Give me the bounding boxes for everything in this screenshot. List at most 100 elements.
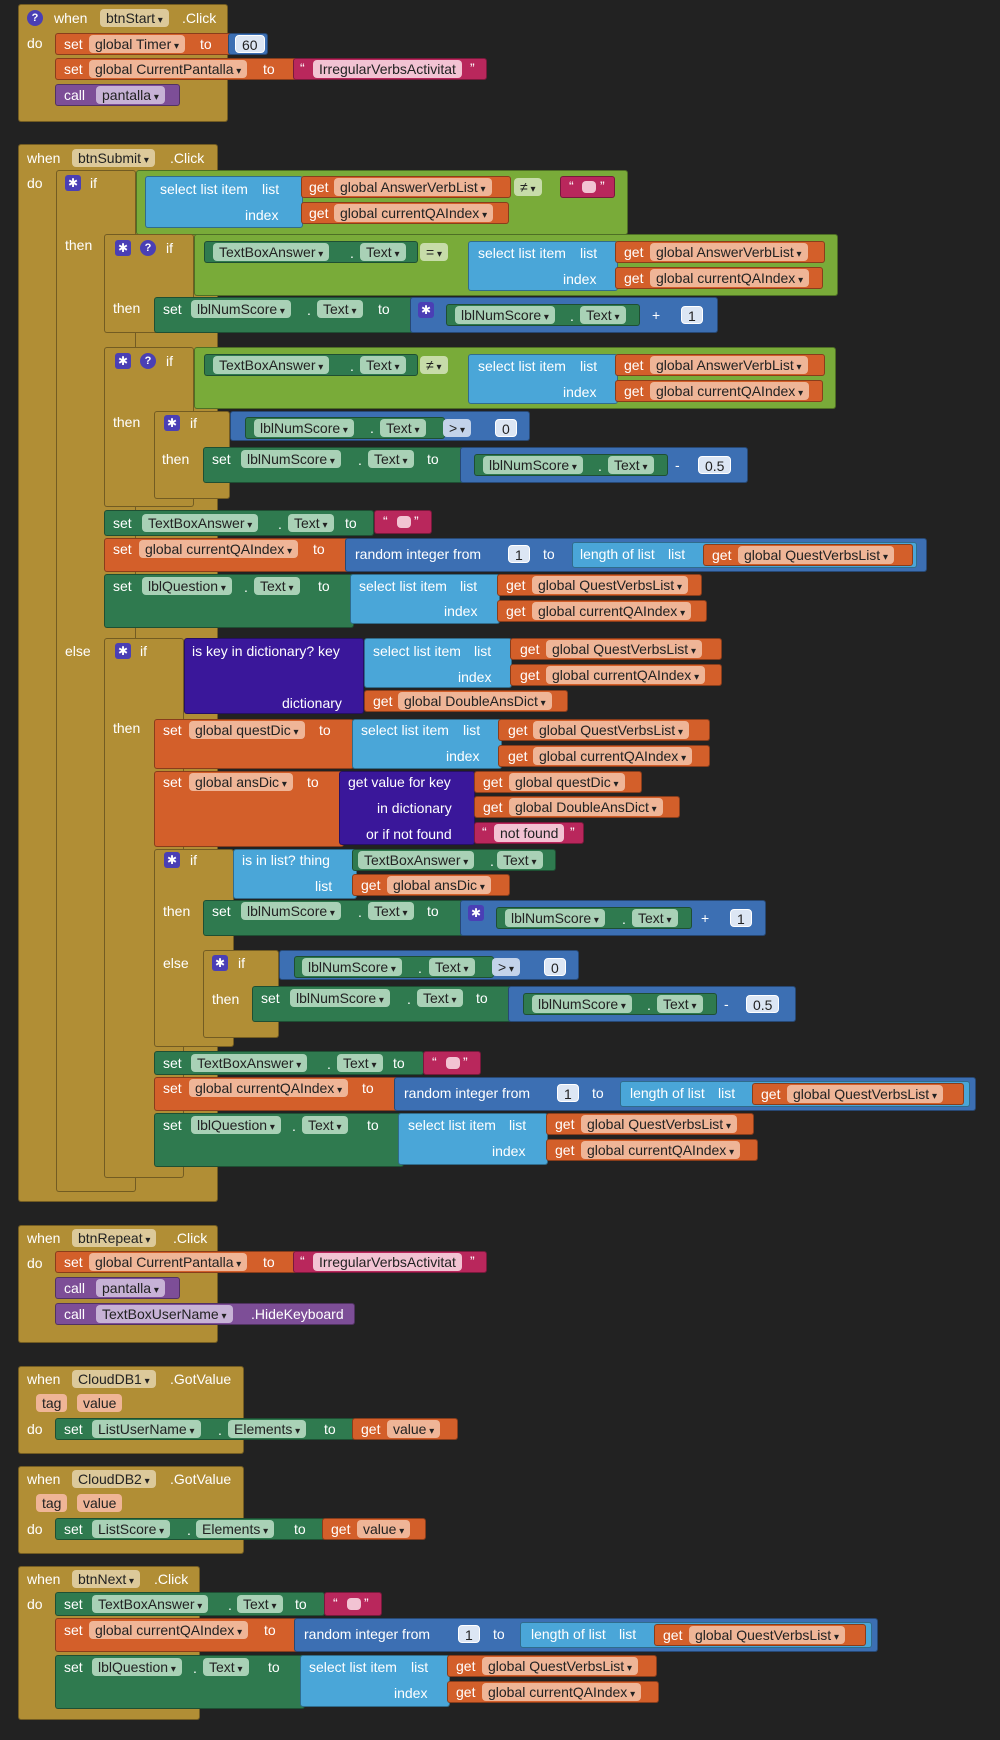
variable-dropdown[interactable]: global ansDic xyxy=(387,876,491,894)
variable-dropdown[interactable]: global DoubleAnsDict xyxy=(509,798,663,816)
number-field[interactable]: 1 xyxy=(458,1625,480,1643)
text-field[interactable] xyxy=(347,1598,361,1610)
variable-dropdown[interactable]: global QuestVerbsList xyxy=(533,721,690,739)
number-field[interactable]: 60 xyxy=(235,35,265,53)
param-tag[interactable]: tag xyxy=(36,1394,68,1412)
property-dropdown[interactable]: Text xyxy=(368,450,414,468)
procedure-dropdown[interactable]: pantalla xyxy=(96,86,165,104)
property-dropdown[interactable]: Elements xyxy=(196,1520,275,1538)
property-dropdown[interactable]: Text xyxy=(632,909,678,927)
property-dropdown[interactable]: Text xyxy=(237,1595,283,1613)
number-field[interactable]: 0 xyxy=(544,958,566,976)
component-dropdown[interactable]: lblNumScore xyxy=(241,450,341,468)
variable-dropdown[interactable]: global questDic xyxy=(509,773,625,791)
component-dropdown[interactable]: lblNumScore xyxy=(302,958,402,976)
variable-dropdown[interactable]: value xyxy=(357,1520,411,1538)
component-dropdown[interactable]: TextBoxUserName xyxy=(96,1305,233,1323)
component-dropdown[interactable]: ListScore xyxy=(92,1520,171,1538)
component-dropdown[interactable]: btnRepeat xyxy=(72,1229,157,1247)
param-tag[interactable]: tag xyxy=(36,1494,68,1512)
gear-icon[interactable]: ✱ xyxy=(468,905,484,921)
select-list-item-block[interactable] xyxy=(300,1655,450,1707)
component-dropdown[interactable]: lblNumScore xyxy=(241,902,341,920)
variable-dropdown[interactable]: value xyxy=(387,1420,441,1438)
variable-dropdown[interactable]: global currentQAIndex xyxy=(533,747,693,765)
property-dropdown[interactable]: Text xyxy=(288,514,334,532)
gear-icon[interactable]: ✱ xyxy=(65,175,81,191)
variable-dropdown[interactable]: global currentQAIndex xyxy=(189,1079,349,1097)
component-dropdown[interactable]: lblNumScore xyxy=(532,995,632,1013)
property-dropdown[interactable]: Text xyxy=(380,419,426,437)
operator-dropdown[interactable]: ≠ xyxy=(514,178,542,196)
variable-dropdown[interactable]: global AnswerVerbList xyxy=(650,243,808,261)
component-dropdown[interactable]: lblNumScore xyxy=(290,989,390,1007)
component-dropdown[interactable]: TextBoxAnswer xyxy=(191,1054,308,1072)
variable-dropdown[interactable]: global currentQAIndex xyxy=(650,269,810,287)
text-field[interactable] xyxy=(582,181,596,193)
number-field[interactable]: 1 xyxy=(557,1084,579,1102)
component-dropdown[interactable]: TextBoxAnswer xyxy=(92,1595,209,1613)
number-field[interactable]: 0.5 xyxy=(746,995,780,1013)
property-dropdown[interactable]: Text xyxy=(608,456,654,474)
property-dropdown[interactable]: Text xyxy=(497,851,543,869)
number-field[interactable]: 0 xyxy=(495,419,517,437)
variable-dropdown[interactable]: global currentQAIndex xyxy=(532,602,692,620)
select-list-item-block[interactable] xyxy=(364,638,512,688)
property-dropdown[interactable]: Elements xyxy=(228,1420,307,1438)
select-list-item-block[interactable] xyxy=(350,574,500,624)
component-dropdown[interactable]: lblQuestion xyxy=(92,1658,182,1676)
param-value[interactable]: value xyxy=(77,1394,123,1412)
variable-dropdown[interactable]: global AnswerVerbList xyxy=(650,356,808,374)
variable-dropdown[interactable]: global QuestVerbsList xyxy=(532,576,689,594)
gear-icon[interactable]: ✱ xyxy=(115,643,131,659)
component-dropdown[interactable]: TextBoxAnswer xyxy=(213,356,330,374)
property-dropdown[interactable]: Text xyxy=(360,243,406,261)
component-dropdown[interactable]: lblNumScore xyxy=(505,909,605,927)
variable-dropdown[interactable]: global QuestVerbsList xyxy=(689,1626,846,1644)
select-list-item-block[interactable] xyxy=(468,241,618,291)
select-list-item-block[interactable] xyxy=(468,354,618,404)
component-dropdown[interactable]: lblQuestion xyxy=(191,1116,281,1134)
component-dropdown[interactable]: TextBoxAnswer xyxy=(358,851,475,869)
component-dropdown[interactable]: lblNumScore xyxy=(254,419,354,437)
variable-dropdown[interactable]: global ansDic xyxy=(189,773,293,791)
variable-dropdown[interactable]: global QuestVerbsList xyxy=(546,640,703,658)
property-dropdown[interactable]: Text xyxy=(417,989,463,1007)
property-dropdown[interactable]: Text xyxy=(203,1658,249,1676)
question-mark-icon[interactable]: ? xyxy=(140,240,156,256)
property-dropdown[interactable]: Text xyxy=(360,356,406,374)
gear-icon[interactable]: ✱ xyxy=(164,852,180,868)
question-mark-icon[interactable]: ? xyxy=(140,353,156,369)
operator-dropdown[interactable]: ≠ xyxy=(420,356,448,374)
variable-dropdown[interactable]: global DoubleAnsDict xyxy=(398,692,552,710)
text-field[interactable]: not found xyxy=(494,824,565,842)
component-dropdown[interactable]: TextBoxAnswer xyxy=(142,514,259,532)
variable-dropdown[interactable]: global currentQAIndex xyxy=(89,1621,249,1639)
property-dropdown[interactable]: Text xyxy=(657,995,703,1013)
variable-dropdown[interactable]: global currentQAIndex xyxy=(546,666,706,684)
number-field[interactable]: 1 xyxy=(730,909,752,927)
set-questdic-block[interactable] xyxy=(154,719,354,769)
variable-dropdown[interactable]: global Timer xyxy=(89,35,186,53)
text-field[interactable]: IrregularVerbsActivitat xyxy=(313,1253,462,1271)
question-mark-icon[interactable]: ? xyxy=(27,10,43,26)
variable-dropdown[interactable]: global CurrentPantalla xyxy=(89,1253,248,1271)
text-field[interactable]: IrregularVerbsActivitat xyxy=(313,60,462,78)
component-dropdown[interactable]: btnStart xyxy=(100,9,169,27)
property-dropdown[interactable]: Text xyxy=(580,306,626,324)
is-key-in-dictionary-block[interactable] xyxy=(184,638,364,714)
variable-dropdown[interactable]: global QuestVerbsList xyxy=(738,546,895,564)
variable-dropdown[interactable]: global QuestVerbsList xyxy=(787,1085,944,1103)
get-value-for-key-block[interactable] xyxy=(339,771,475,845)
number-field[interactable]: 1 xyxy=(681,306,703,324)
gear-icon[interactable]: ✱ xyxy=(115,353,131,369)
component-dropdown[interactable]: CloudDB2 xyxy=(72,1470,156,1488)
component-dropdown[interactable]: lblNumScore xyxy=(483,456,583,474)
select-list-item-block[interactable] xyxy=(145,176,303,228)
text-field[interactable] xyxy=(446,1057,460,1069)
property-dropdown[interactable]: Text xyxy=(302,1116,348,1134)
gear-icon[interactable]: ✱ xyxy=(418,302,434,318)
number-field[interactable]: 1 xyxy=(508,545,530,563)
variable-dropdown[interactable]: global currentQAIndex xyxy=(650,382,810,400)
component-dropdown[interactable]: btnNext xyxy=(72,1570,141,1588)
